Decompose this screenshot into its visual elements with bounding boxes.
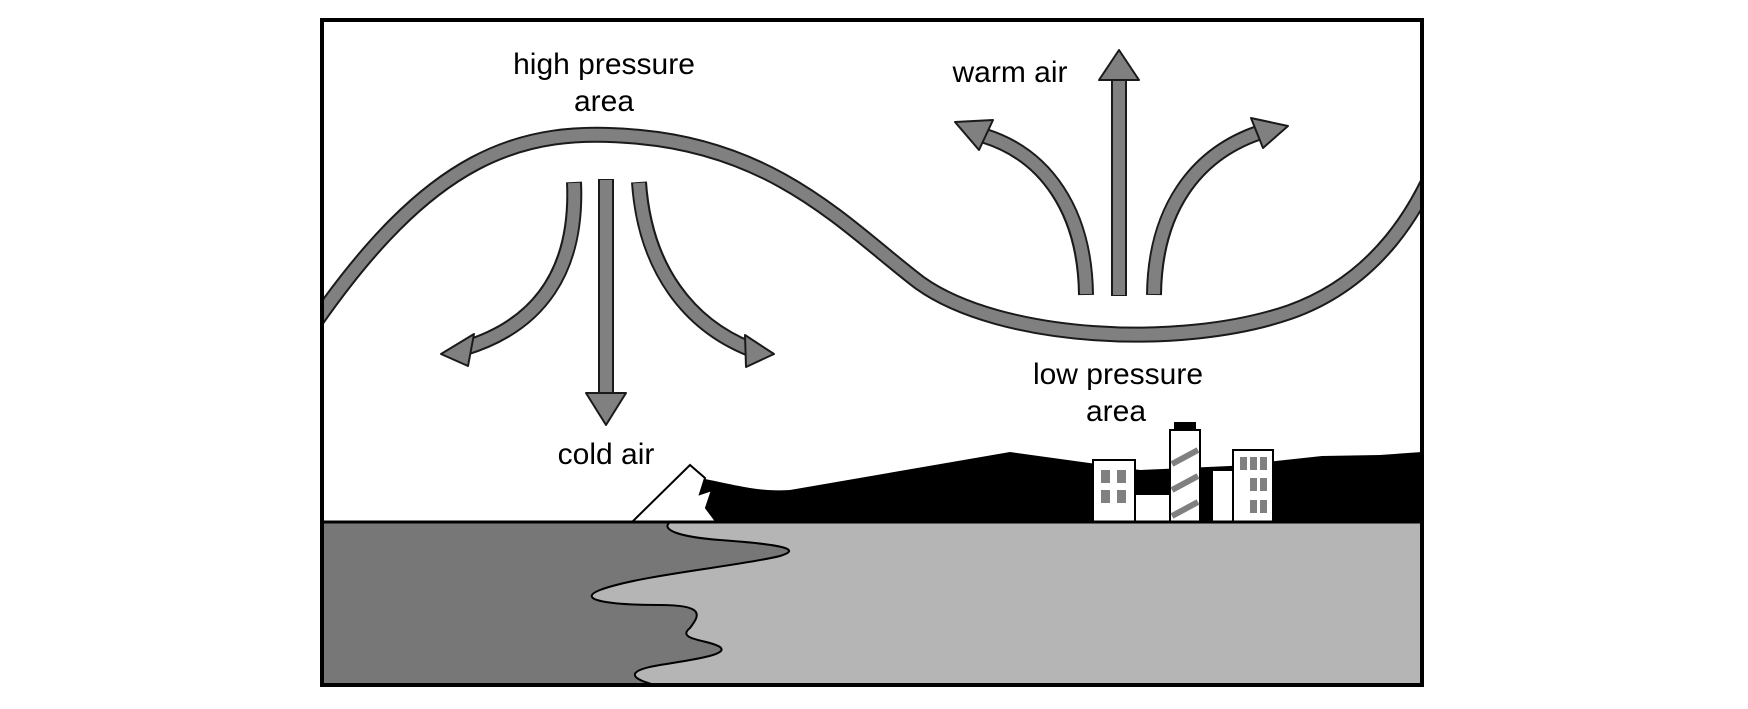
rising-air-arrows — [954, 49, 1289, 296]
label-high-pressure-line2: area — [574, 85, 634, 118]
down-arrow-center — [585, 179, 627, 426]
diagram-frame-border — [320, 18, 1424, 687]
up-arrow-left — [954, 119, 1094, 296]
water — [322, 521, 791, 685]
city-buildings — [1092, 422, 1274, 523]
descending-air-arrows — [440, 179, 775, 426]
label-low-pressure-line1: low pressure — [1033, 358, 1203, 391]
up-arrow-center — [1098, 49, 1140, 296]
up-arrow-right — [1146, 117, 1289, 296]
down-arrow-left — [440, 181, 583, 367]
label-high-pressure-line1: high pressure — [513, 48, 695, 81]
label-low-pressure-line2: area — [1086, 395, 1146, 428]
label-cold-air: cold air — [558, 438, 655, 471]
down-arrow-right — [631, 181, 775, 368]
label-warm-air: warm air — [951, 56, 1067, 89]
